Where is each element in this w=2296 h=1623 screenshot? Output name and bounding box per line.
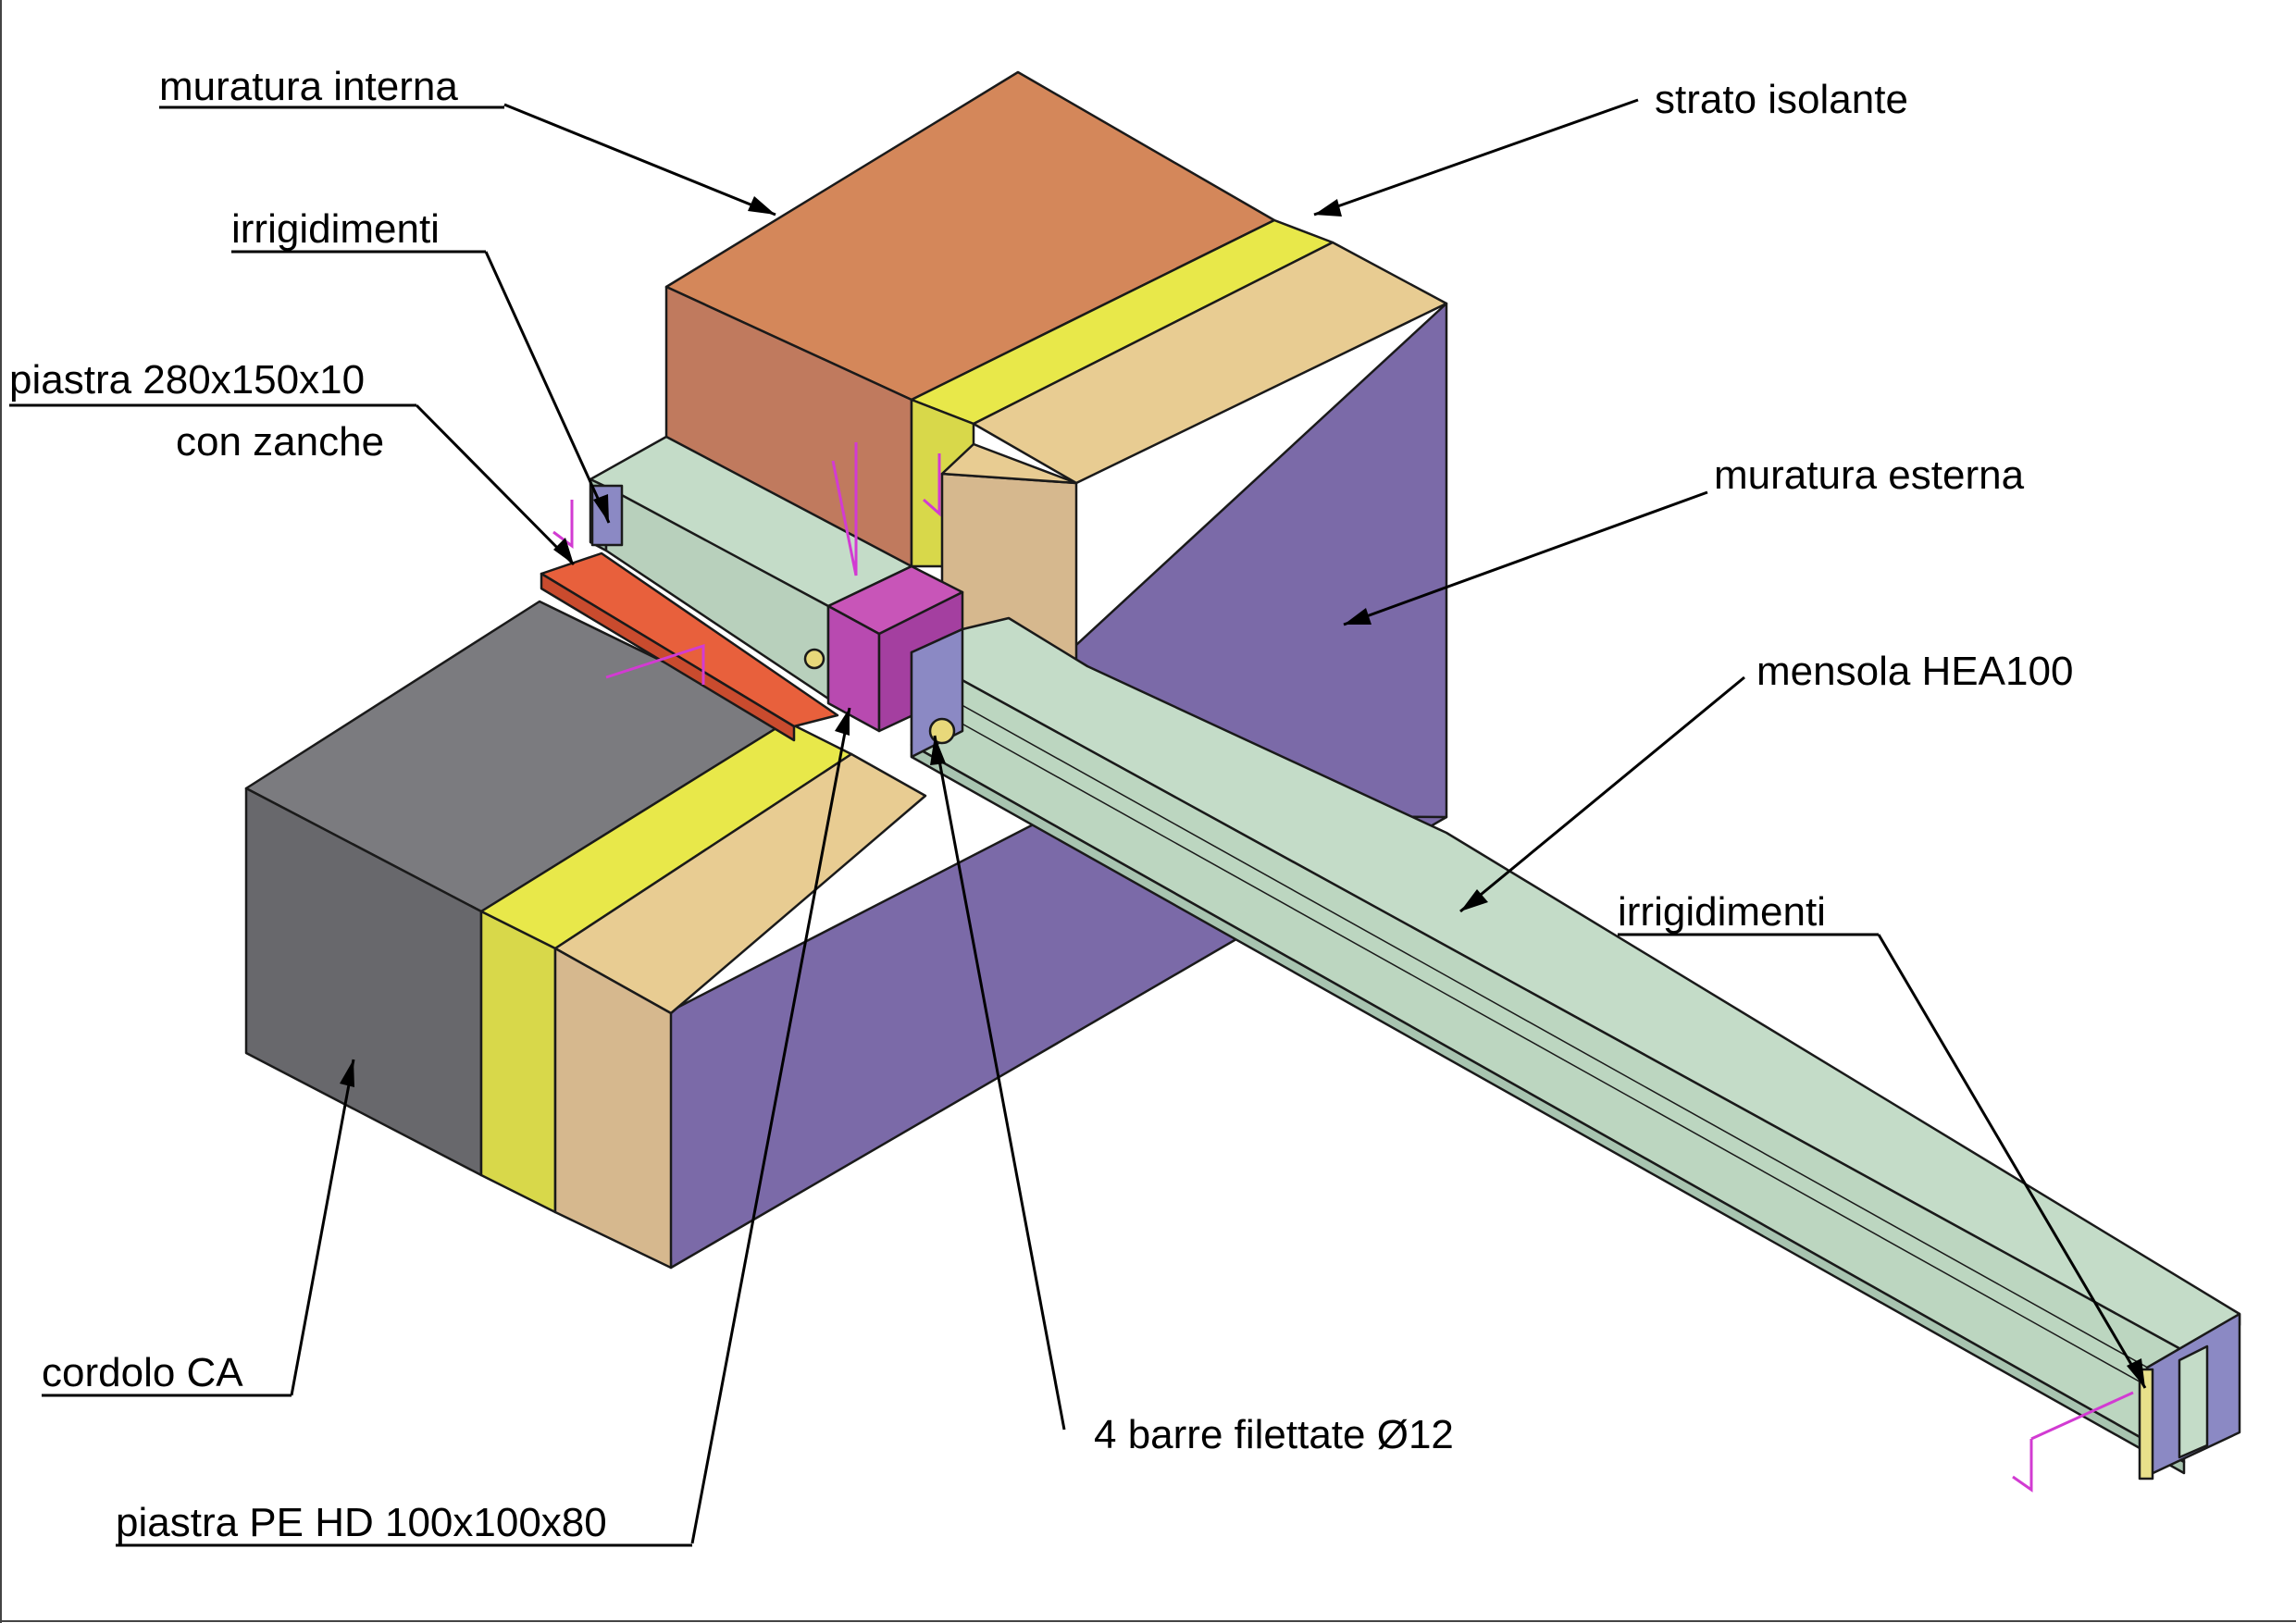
label-mensola: mensola HEA100 bbox=[1756, 649, 2073, 694]
arrow-irrigidimenti-top bbox=[593, 494, 609, 523]
label-muratura-interna: muratura interna bbox=[159, 64, 458, 109]
arrow-mensola bbox=[1460, 889, 1488, 911]
weld-symbol-4 bbox=[923, 453, 941, 517]
weld-symbol-2 bbox=[605, 643, 705, 685]
mensola-web-line-1 bbox=[925, 684, 2185, 1389]
leader-strato-isolante bbox=[1313, 98, 1639, 217]
leader-irrigidimenti-right bbox=[1877, 934, 2147, 1389]
label-irrigidimenti-top: irrigidimenti bbox=[231, 206, 440, 252]
leader-muratura-interna bbox=[503, 103, 776, 217]
leader-lines bbox=[290, 98, 2147, 1544]
label-piastra-line2: con zanche bbox=[176, 419, 384, 465]
label-muratura-esterna: muratura esterna bbox=[1714, 452, 2025, 498]
label-irrigidimenti-right: irrigidimenti bbox=[1618, 889, 1826, 935]
arrow-piastra-pe bbox=[835, 708, 850, 736]
weld-symbol-5 bbox=[2030, 1391, 2134, 1441]
arrow-muratura-esterna bbox=[1344, 608, 1371, 625]
label-strato-isolante: strato isolante bbox=[1655, 77, 1908, 122]
mensola-end-web bbox=[2178, 1344, 2209, 1459]
label-cordolo: cordolo CA bbox=[42, 1350, 243, 1395]
bolt-nut-1 bbox=[928, 717, 956, 745]
labels: muratura interna strato isolante irrigid… bbox=[9, 64, 2073, 1547]
trave-interna-stub bbox=[589, 435, 913, 700]
strato-isolante-lower bbox=[479, 720, 853, 1214]
label-piastra-pe: piastra PE HD 100x100x80 bbox=[116, 1500, 607, 1545]
leader-muratura-esterna bbox=[1343, 490, 1708, 626]
arrow-irrigidimenti-right bbox=[2127, 1358, 2145, 1388]
mensola-web bbox=[910, 650, 2186, 1464]
leader-barre bbox=[933, 735, 1066, 1431]
arrow-barre bbox=[930, 736, 946, 765]
leader-piastra bbox=[415, 403, 576, 566]
mensola-bottom-flange bbox=[910, 743, 2186, 1475]
leader-mensola bbox=[1459, 675, 1745, 913]
weld-symbol-3 bbox=[831, 442, 858, 576]
rivestimento-upper-top bbox=[972, 241, 1448, 485]
weld-symbol-6 bbox=[2012, 1439, 2033, 1493]
arrow-muratura-interna bbox=[748, 196, 776, 215]
weld-symbol-1 bbox=[552, 500, 574, 549]
bolt-nut-2 bbox=[803, 648, 825, 670]
mensola-stiffener-end bbox=[2138, 1368, 2154, 1481]
arrow-cordolo bbox=[340, 1059, 354, 1087]
mensola-hea100 bbox=[910, 616, 2241, 1481]
weld-symbols bbox=[552, 442, 2134, 1493]
arrow-strato-isolante bbox=[1314, 199, 1342, 217]
rivestimento-lower bbox=[553, 752, 927, 1270]
label-barre: 4 barre filettate Ø12 bbox=[1094, 1412, 1454, 1457]
arrow-piastra bbox=[553, 538, 574, 564]
leader-irrigidimenti-top bbox=[484, 251, 611, 524]
mensola-web-line-2 bbox=[925, 702, 2185, 1407]
label-piastra-line1: piastra 280x150x10 bbox=[9, 357, 365, 403]
rivestimento-upper-side bbox=[940, 442, 1078, 485]
leader-cordolo bbox=[290, 1059, 355, 1396]
leader-piastra-pe bbox=[690, 707, 851, 1544]
rivestimento-lower-front bbox=[553, 947, 673, 1270]
isolante-lower-front bbox=[479, 910, 557, 1214]
